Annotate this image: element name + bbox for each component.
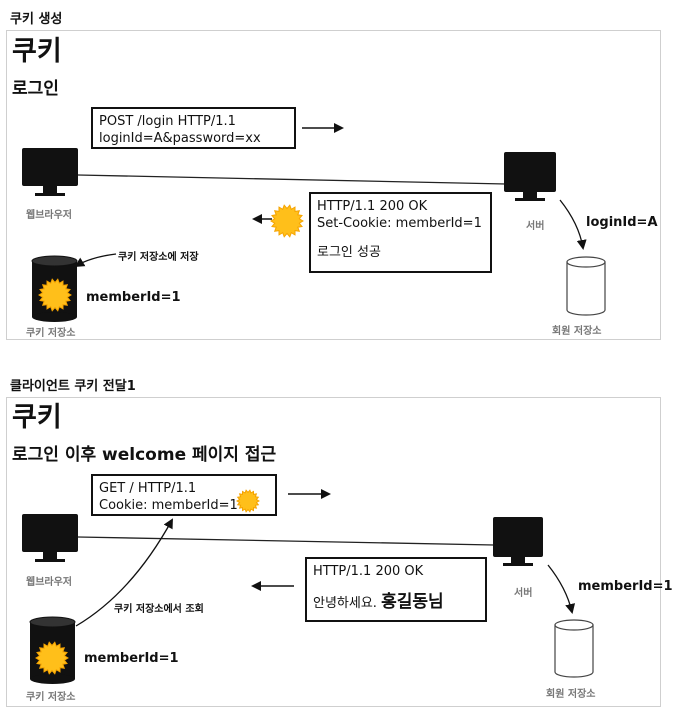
- cookie-value: memberId=1: [86, 290, 181, 305]
- cookie-store-label: 쿠키 저장소: [26, 328, 76, 339]
- browser-label-2: 웹브라우저: [26, 577, 72, 588]
- section2-heading: 쿠키: [12, 402, 62, 433]
- section2-title: 클라이언트 쿠키 전달1: [10, 379, 136, 394]
- lookup-note: 쿠키 저장소에서 조회: [114, 604, 204, 615]
- server-login-id: loginId=A: [586, 215, 658, 230]
- request-box-2: GET / HTTP/1.1 Cookie: memberId=1: [91, 474, 277, 516]
- section1-title: 쿠키 생성: [10, 12, 63, 27]
- section1-subheading: 로그인: [12, 79, 59, 99]
- browser-label: 웹브라우저: [26, 210, 72, 221]
- response-username: 홍길동님: [381, 592, 444, 612]
- server-label: 서버: [526, 221, 545, 232]
- request-cookie-header: Cookie: memberId=1: [99, 498, 238, 513]
- response-message: 로그인 성공: [317, 245, 381, 260]
- member-store-label-2: 회원 저장소: [546, 689, 596, 700]
- response-status: HTTP/1.1 200 OK: [317, 199, 428, 214]
- server-member-id: memberId=1: [578, 579, 673, 594]
- member-store-label: 회원 저장소: [552, 326, 602, 337]
- request-line-2: GET / HTTP/1.1: [99, 481, 197, 496]
- section1-heading: 쿠키: [12, 36, 62, 67]
- response-status-2: HTTP/1.1 200 OK: [313, 564, 424, 579]
- response-box: HTTP/1.1 200 OK Set-Cookie: memberId=1 로…: [309, 192, 492, 273]
- section2-subheading: 로그인 이후 welcome 페이지 접근: [12, 445, 277, 465]
- response-box-2: HTTP/1.1 200 OK 안녕하세요. 홍길동님: [305, 557, 487, 622]
- cookie-store-label-2: 쿠키 저장소: [26, 692, 76, 703]
- request-box: POST /login HTTP/1.1 loginId=A&password=…: [91, 107, 296, 149]
- response-set-cookie: Set-Cookie: memberId=1: [317, 216, 482, 231]
- cookie-value-2: memberId=1: [84, 651, 179, 666]
- response-greeting: 안녕하세요.: [313, 596, 377, 611]
- request-body: loginId=A&password=xx: [99, 131, 261, 146]
- server-label-2: 서버: [514, 588, 533, 599]
- store-note: 쿠키 저장소에 저장: [118, 252, 199, 263]
- request-line: POST /login HTTP/1.1: [99, 114, 236, 129]
